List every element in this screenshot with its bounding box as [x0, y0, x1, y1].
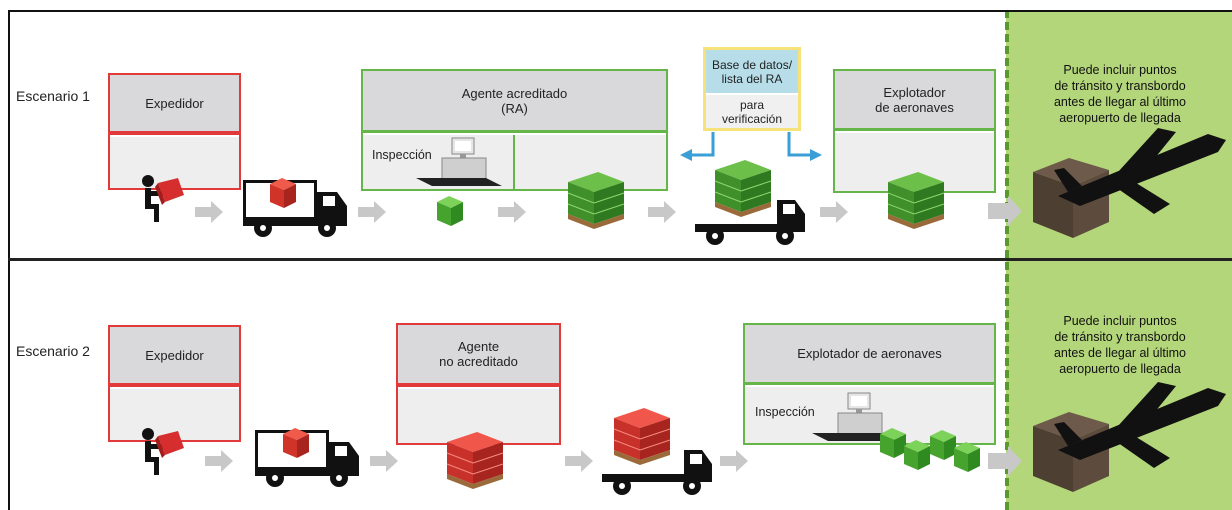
ra-database-label: Base de datos/ lista del RA: [706, 50, 798, 93]
pallet-icon: [446, 431, 504, 490]
inspection-label-1: Inspección: [372, 148, 432, 162]
flow-arrow-icon: [988, 196, 1022, 226]
screened-package-icon: [880, 428, 906, 458]
person-carrying-package-icon: [142, 175, 184, 222]
flow-arrow-icon: [498, 201, 526, 223]
pallet-icon: [887, 171, 945, 230]
flow-arrow-icon: [205, 450, 233, 472]
non-accredited-agent-label: Agente no acreditado: [398, 325, 559, 387]
verification-label: para verificación: [706, 95, 798, 128]
shipper-label-2: Expedidor: [110, 327, 239, 387]
package-icon: [270, 178, 296, 208]
shipper-label-1: Expedidor: [110, 75, 239, 135]
flow-arrow-icon: [720, 450, 748, 472]
flow-arrow-icon: [988, 446, 1022, 476]
operator-label-2: Explotador de aeronaves: [745, 325, 994, 385]
pallet-icon: [714, 159, 772, 218]
flow-arrow-icon: [370, 450, 398, 472]
scenario-2-label: Escenario 2: [16, 343, 90, 359]
package-icon: [283, 428, 309, 458]
screened-package-icon: [954, 442, 980, 472]
accredited-agent-box: Agente acreditado (RA): [361, 69, 668, 191]
flow-arrow-icon: [195, 201, 223, 223]
person-carrying-package-icon: [142, 428, 184, 475]
flow-arrow-icon: [565, 450, 593, 472]
screened-package-icon: [437, 196, 463, 226]
inspection-label-2: Inspección: [755, 405, 815, 419]
pallet-icon: [567, 171, 625, 230]
flow-arrow-icon: [358, 201, 386, 223]
non-accredited-agent-box: Agente no acreditado: [396, 323, 561, 445]
pallet-icon: [613, 407, 671, 466]
verification-arrows: [680, 132, 822, 161]
shipper-box-1: Expedidor: [108, 73, 241, 190]
destination-note-1: Puede incluir puntos de tránsito y trans…: [1053, 63, 1187, 125]
destination-note-2: Puede incluir puntos de tránsito y trans…: [1053, 314, 1187, 376]
scenario-1-label: Escenario 1: [16, 88, 90, 104]
operator-box-1: Explotador de aeronaves: [833, 69, 996, 193]
flow-arrow-icon: [648, 201, 676, 223]
screened-package-icon: [904, 440, 930, 470]
screened-package-icon: [930, 430, 956, 460]
ra-database-box: Base de datos/ lista del RA para verific…: [703, 47, 801, 131]
accredited-agent-label: Agente acreditado (RA): [363, 71, 666, 133]
operator-label-1: Explotador de aeronaves: [835, 71, 994, 131]
flow-arrow-icon: [820, 201, 848, 223]
scenario-divider: [8, 258, 1232, 261]
screening-machine-icon: [415, 137, 503, 187]
